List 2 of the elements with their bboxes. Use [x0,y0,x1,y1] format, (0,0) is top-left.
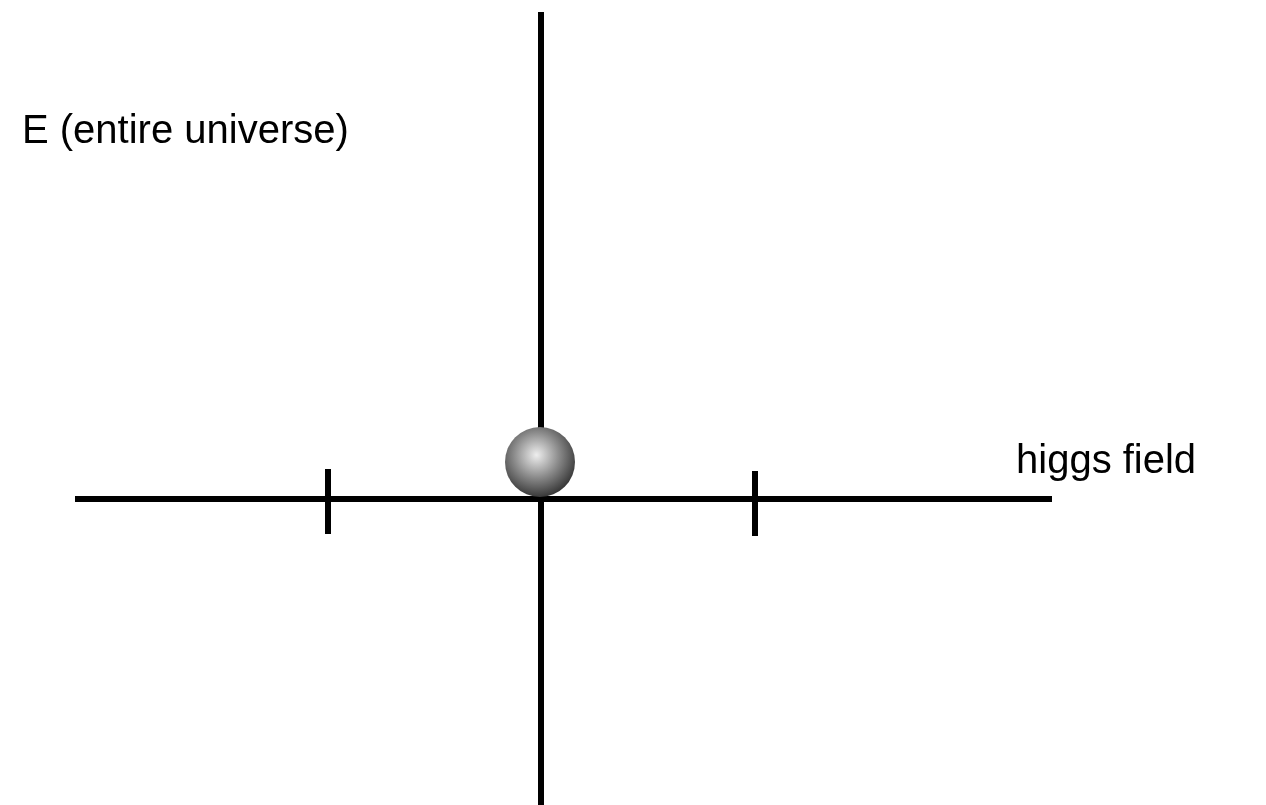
axis-label: higgs field [1016,437,1197,481]
axis-label: E (entire universe) [22,107,349,151]
